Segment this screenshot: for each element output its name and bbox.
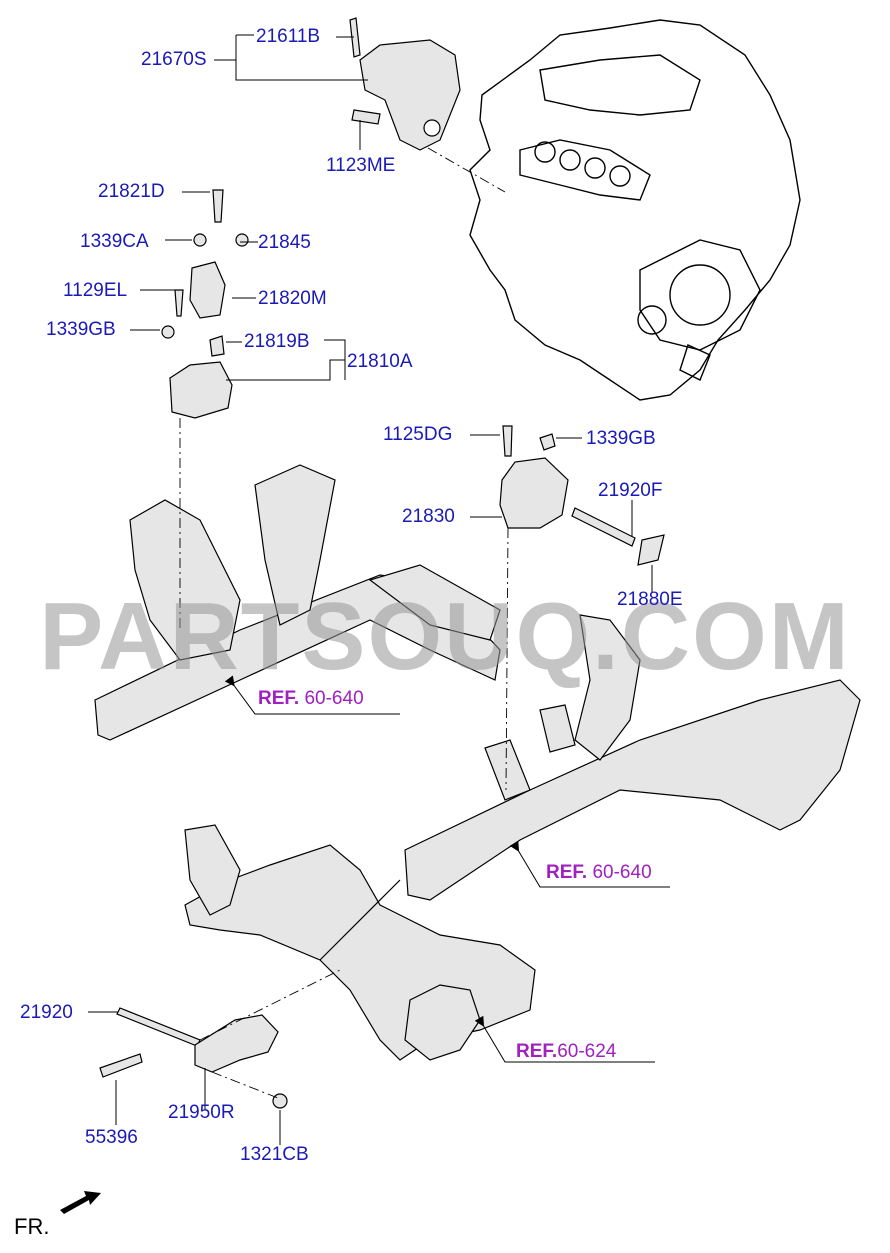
reference-number: 60-624 xyxy=(557,1041,617,1062)
part-label-1129EL[interactable]: 1129EL xyxy=(63,280,128,301)
part-label-1321CB[interactable]: 1321CB xyxy=(240,1144,309,1165)
part-label-21611B[interactable]: 21611B xyxy=(256,26,321,47)
reference-prefix: REF. xyxy=(546,862,588,883)
reference-prefix: REF. xyxy=(258,688,300,709)
left-side-member xyxy=(94,464,501,741)
part-label-1339CA[interactable]: 1339CA xyxy=(80,231,149,252)
part-label-55396[interactable]: 55396 xyxy=(85,1127,138,1148)
right-side-member xyxy=(404,614,861,901)
reference-link-60-640-upper[interactable]: REF. 60-640 xyxy=(258,688,364,710)
part-label-21810A[interactable]: 21810A xyxy=(347,351,413,372)
part-label-1123ME[interactable]: 1123ME xyxy=(326,155,396,176)
leader-lines xyxy=(88,34,670,1145)
part-label-21819B[interactable]: 21819B xyxy=(244,331,310,352)
part-label-21950R[interactable]: 21950R xyxy=(168,1102,235,1123)
front-direction-arrow xyxy=(60,1191,101,1214)
left-mount-assembly xyxy=(161,189,249,419)
part-label-21821D[interactable]: 21821D xyxy=(98,181,165,202)
reference-number: 60-640 xyxy=(304,688,364,709)
part-label-21820M[interactable]: 21820M xyxy=(258,288,327,309)
watermark: PARTSOUQ.COM xyxy=(39,583,851,690)
part-label-21920F[interactable]: 21920F xyxy=(598,480,663,501)
engine-block xyxy=(469,19,801,401)
part-label-21670S[interactable]: 21670S xyxy=(141,49,207,70)
part-label-1339GB-right[interactable]: 1339GB xyxy=(586,428,656,449)
part-label-1339GB-left[interactable]: 1339GB xyxy=(46,319,116,340)
reference-prefix: REF. xyxy=(516,1041,558,1062)
part-label-21920[interactable]: 21920 xyxy=(20,1002,73,1023)
part-label-1125DG[interactable]: 1125DG xyxy=(383,424,453,445)
lower-mount-assembly xyxy=(99,1007,288,1109)
part-label-21845[interactable]: 21845 xyxy=(258,232,311,253)
alignment-lines xyxy=(179,147,509,1099)
part-label-21830[interactable]: 21830 xyxy=(402,506,455,527)
front-direction-label: FR. xyxy=(14,1214,50,1239)
engine-mount-bracket xyxy=(349,17,461,151)
front-subframe xyxy=(184,824,536,1061)
reference-link-60-640-lower[interactable]: REF. 60-640 xyxy=(546,862,652,884)
right-mount-assembly xyxy=(499,425,665,566)
reference-link-60-624[interactable]: REF.60-624 xyxy=(516,1041,616,1063)
reference-number: 60-640 xyxy=(592,862,652,883)
part-label-21880E[interactable]: 21880E xyxy=(617,589,683,610)
